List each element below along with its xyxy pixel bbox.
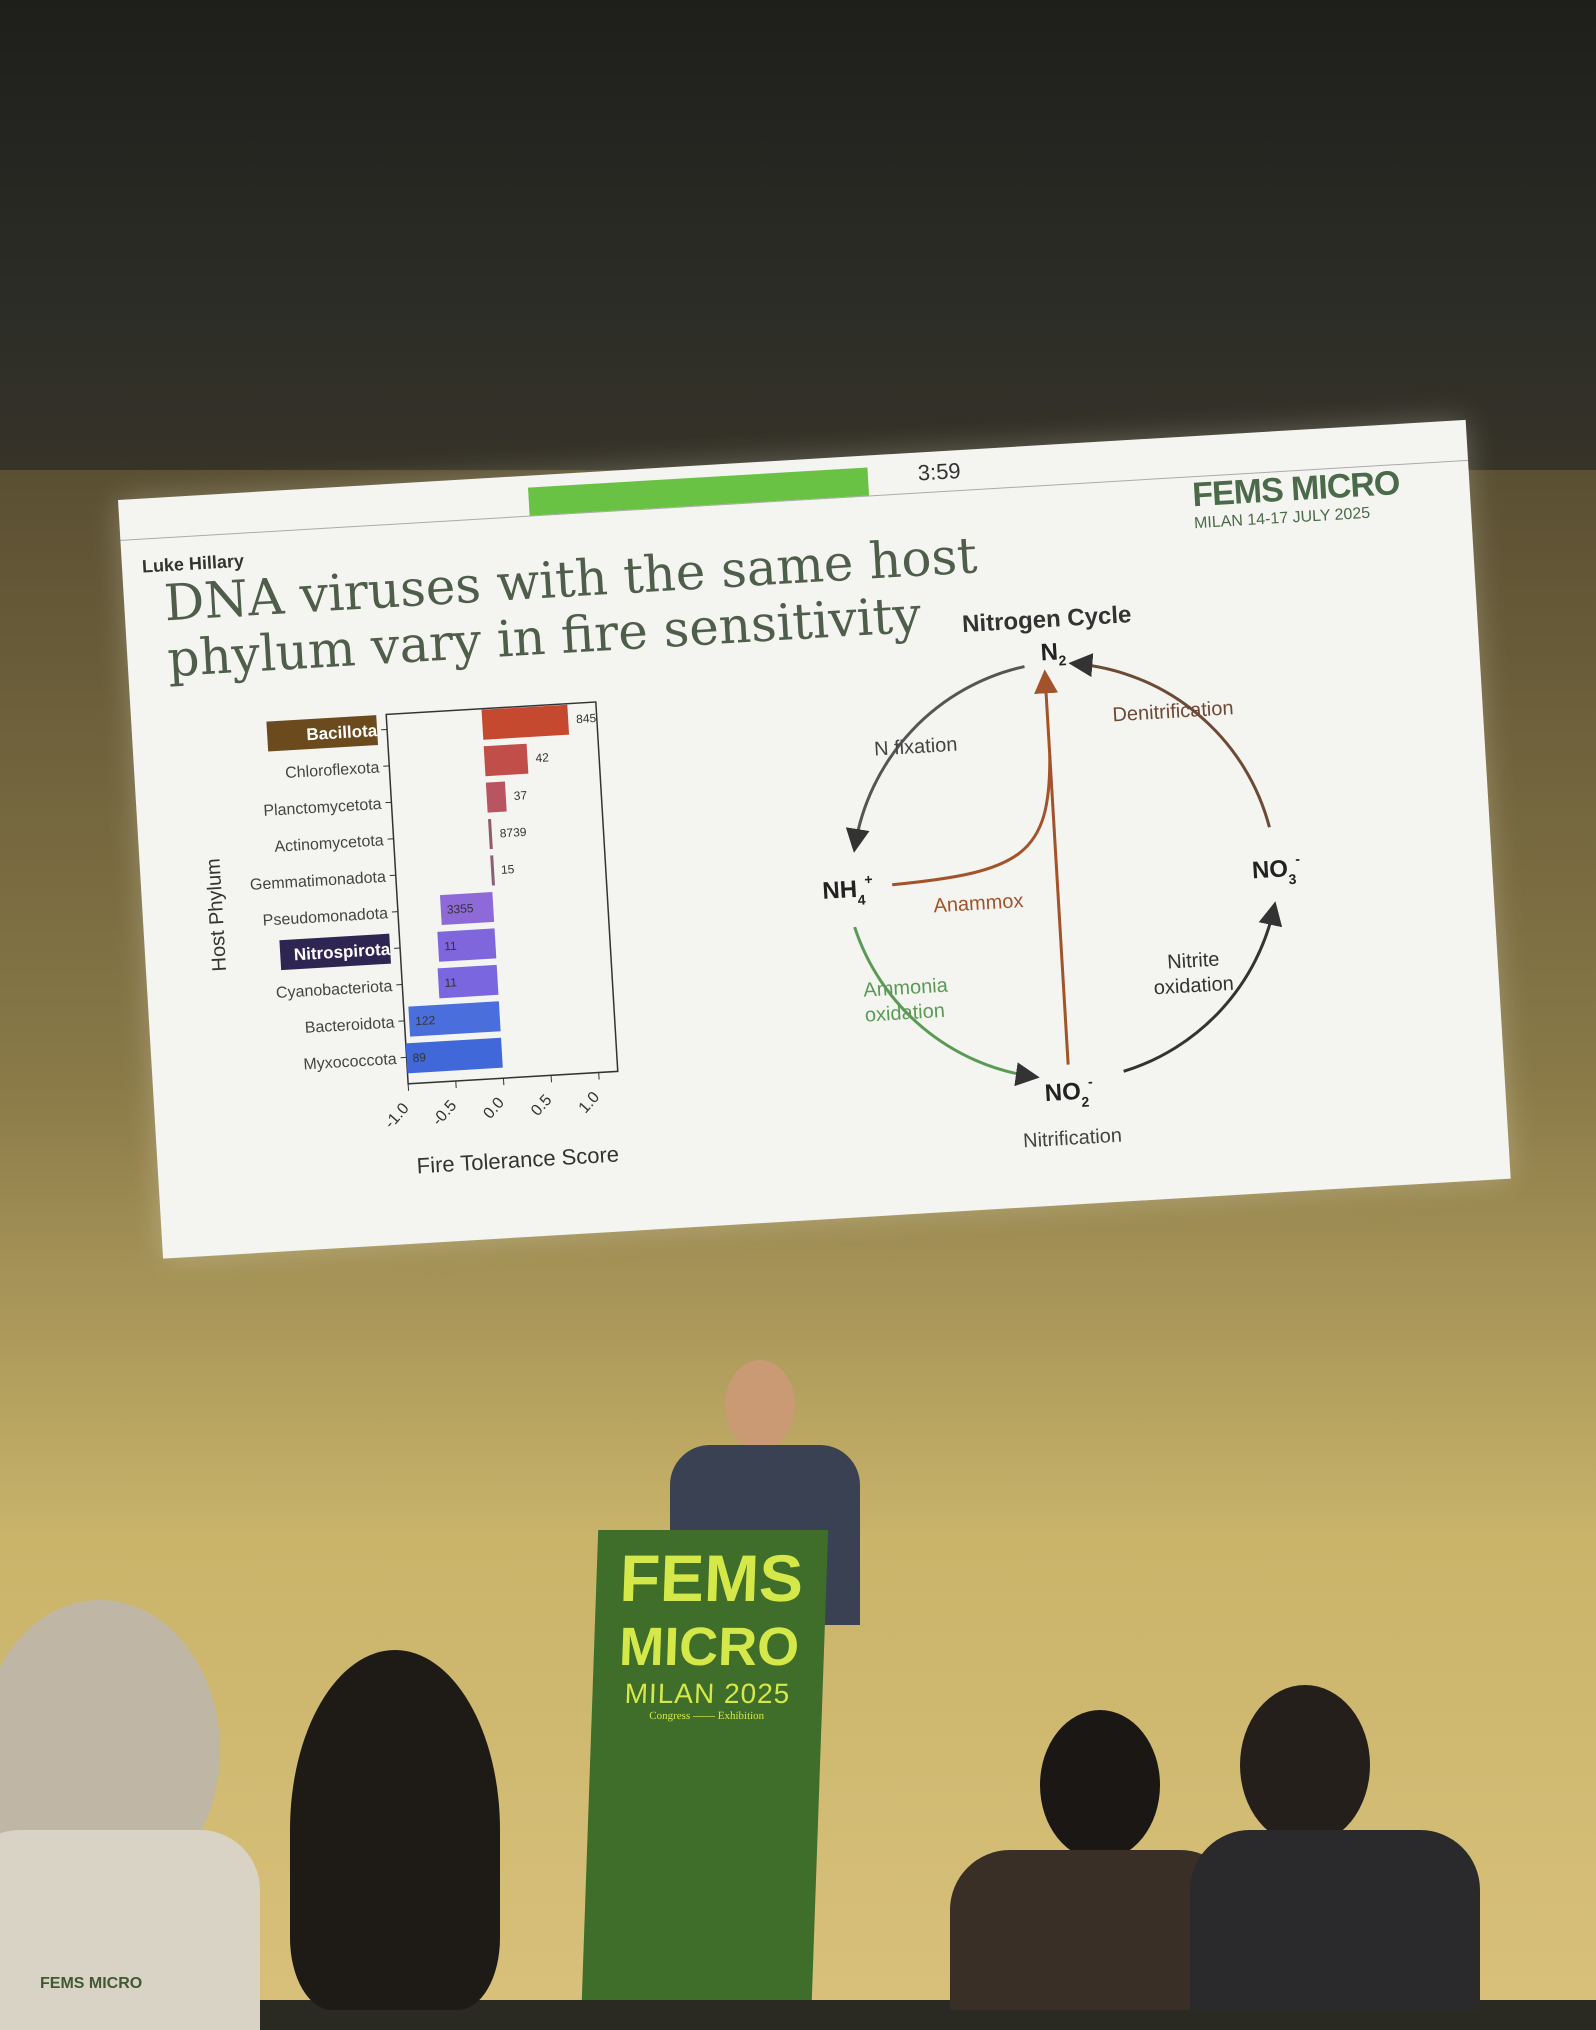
bar-bacillota: [482, 705, 570, 740]
category-label: Gemmatimonadota: [250, 869, 387, 894]
bar-chloroflexota: [484, 744, 529, 776]
arrow-denitrification: [1074, 653, 1269, 839]
bar-count-label: 11: [444, 975, 458, 990]
nitrite-oxidation-label-1: Nitrite: [1167, 949, 1220, 974]
bar-chart: Host Phylum Fire Tolerance Score 845Baci…: [161, 689, 670, 1217]
bar-count-label: 122: [415, 1013, 436, 1028]
audience-head-4: [1240, 1685, 1370, 1845]
x-tick-label: 0.0: [480, 1094, 508, 1122]
category-label: Bacteroidota: [304, 1015, 395, 1037]
category-label: Cyanobacteriota: [276, 978, 393, 1002]
audience-body-1: [0, 1830, 260, 2030]
no3-label: NO3-: [1251, 851, 1302, 890]
category-label: Actinomycetota: [274, 832, 384, 855]
audience-badge: FEMS MICRO: [40, 1975, 142, 1993]
ammonia-oxidation-label-1: Ammonia: [863, 975, 950, 1002]
audience-body-4: [1190, 1830, 1480, 2010]
nitrification-label: Nitrification: [1023, 1125, 1123, 1153]
category-label: Pseudomonadota: [262, 905, 388, 929]
bar-count-label: 42: [535, 750, 549, 765]
x-tick-label: -0.5: [429, 1097, 460, 1129]
x-axis-label: Fire Tolerance Score: [416, 1141, 620, 1178]
nitrogen-cycle-diagram: Nitrogen Cycle N2 NH4+ NO3- NO2- N fixat…: [766, 589, 1358, 1181]
anammox-label: Anammox: [933, 890, 1024, 917]
y-axis-label: Host Phylum: [202, 858, 231, 972]
nitrite-oxidation-label-2: oxidation: [1153, 973, 1234, 1000]
denitrification-label: Denitrification: [1112, 697, 1234, 726]
bar-count-label: 11: [444, 939, 458, 954]
audience-head-2: [290, 1650, 500, 2010]
category-label: Myxococcota: [303, 1051, 397, 1074]
bar-planctomycetota: [486, 782, 507, 813]
timer-progress: [528, 467, 869, 515]
bar-count-label: 3355: [446, 901, 474, 917]
podium-line2: MICRO: [593, 1616, 825, 1678]
podium-line4: Congress —— Exhibition: [592, 1710, 822, 1722]
fems-logo: FEMS MICRO MILAN 14-17 JULY 2025: [1191, 464, 1401, 533]
speaker-head: [725, 1360, 795, 1450]
bar-count-label: 89: [412, 1050, 426, 1065]
timer-text: 3:59: [917, 458, 961, 486]
podium-congress: Congress: [649, 1710, 690, 1722]
arrow-nitrification: [1045, 675, 1068, 1064]
category-label: Planctomycetota: [263, 796, 382, 820]
audience-head-3: [1040, 1710, 1160, 1860]
podium-line3: MILAN 2025: [592, 1678, 823, 1710]
arrow-anammox: [885, 755, 1057, 885]
bar-count-label: 37: [513, 788, 527, 803]
podium: FEMS MICRO MILAN 2025 Congress —— Exhibi…: [582, 1530, 828, 2000]
podium-line1: FEMS: [595, 1540, 828, 1616]
nh4-label: NH4+: [821, 871, 874, 910]
bar-count-label: 845: [576, 711, 597, 726]
ammonia-oxidation-label-2: oxidation: [864, 1000, 945, 1027]
x-tick-label: 0.5: [528, 1092, 556, 1120]
bar-actinomycetota: [488, 819, 493, 849]
no2-label: NO2-: [1044, 1073, 1095, 1112]
n2-label: N2: [1040, 638, 1067, 669]
category-label: Chloroflexota: [285, 759, 380, 782]
n-fixation-label: N fixation: [873, 734, 958, 761]
bar-gemmatimonadota: [490, 855, 495, 885]
podium-exhibition: Exhibition: [718, 1710, 765, 1722]
x-tick-label: 1.0: [576, 1089, 604, 1117]
x-tick-label: -1.0: [382, 1100, 413, 1132]
bar-count-label: 15: [501, 862, 515, 877]
projected-slide: 3:59 Luke Hillary DNA viruses with the s…: [118, 420, 1511, 1259]
bar-count-label: 8739: [499, 825, 527, 841]
